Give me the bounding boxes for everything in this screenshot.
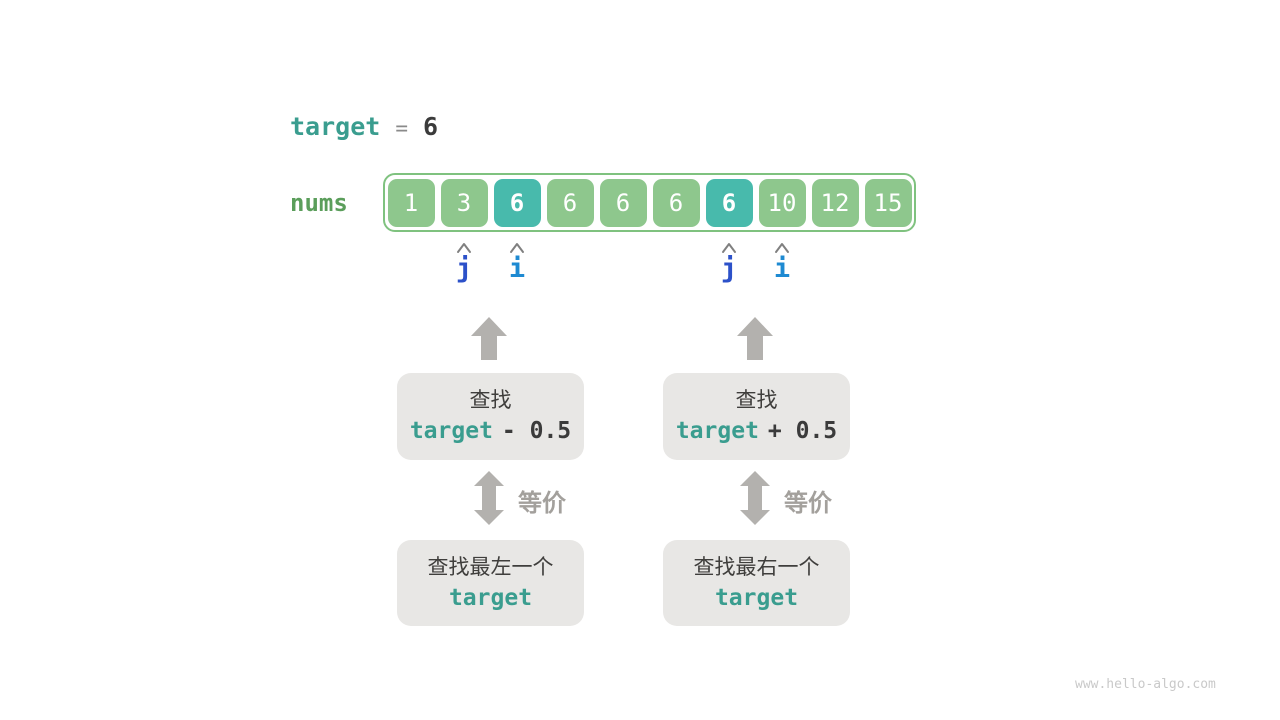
expression-variable: target xyxy=(409,418,493,444)
nums-array: 1 3 6 6 6 6 6 10 12 15 xyxy=(383,173,916,232)
target-value: 6 xyxy=(422,112,439,141)
array-cell: 15 xyxy=(864,178,912,227)
result-variable: target xyxy=(448,584,533,611)
pointer-i-right: i xyxy=(762,242,802,283)
search-expression: target - 0.5 xyxy=(410,418,571,444)
equivalence-label: 等价 xyxy=(784,490,832,517)
array-cell: 3 xyxy=(440,178,488,227)
find-rightmost-box: 查找最右一个 target xyxy=(663,540,850,626)
search-minus-box: 查找 target - 0.5 xyxy=(397,373,584,460)
double-arrow-vertical-icon xyxy=(474,471,504,525)
caret-up-icon xyxy=(775,243,789,253)
pointer-label: j xyxy=(455,253,473,284)
caret-up-icon xyxy=(510,243,524,253)
nums-array-label: nums xyxy=(290,189,348,217)
pointer-i-left: i xyxy=(497,242,537,283)
double-arrow-vertical-icon xyxy=(740,471,770,525)
array-cell-highlighted: 6 xyxy=(493,178,541,227)
find-leftmost-box: 查找最左一个 target xyxy=(397,540,584,626)
array-cell: 6 xyxy=(652,178,700,227)
search-expression: target + 0.5 xyxy=(676,418,837,444)
search-text: 查找 xyxy=(735,389,778,412)
website-watermark: www.hello-algo.com xyxy=(1075,677,1216,692)
pointer-j-right: j xyxy=(709,242,749,283)
expression-operation: - 0.5 xyxy=(501,418,572,444)
target-variable: target xyxy=(290,112,381,141)
pointer-label: j xyxy=(720,253,738,284)
pointer-label: i xyxy=(773,253,791,284)
result-variable: target xyxy=(714,584,799,611)
result-variable-wrap: target xyxy=(449,585,532,611)
find-leftmost-text: 查找最左一个 xyxy=(427,555,554,579)
caret-up-icon xyxy=(457,243,471,253)
expression-operation: + 0.5 xyxy=(767,418,838,444)
search-plus-box: 查找 target + 0.5 xyxy=(663,373,850,460)
pointer-j-left: j xyxy=(444,242,484,283)
search-text: 查找 xyxy=(469,389,512,412)
result-variable-wrap: target xyxy=(715,585,798,611)
expression-variable: target xyxy=(675,418,759,444)
caret-up-icon xyxy=(722,243,736,253)
array-cell: 6 xyxy=(599,178,647,227)
array-cell: 10 xyxy=(758,178,806,227)
equals-sign: = xyxy=(395,116,408,140)
equivalence-label: 等价 xyxy=(518,490,566,517)
array-cell: 12 xyxy=(811,178,859,227)
pointer-label: i xyxy=(508,253,526,284)
arrow-up-icon xyxy=(737,317,773,360)
find-rightmost-text: 查找最右一个 xyxy=(693,555,820,579)
array-cell: 6 xyxy=(546,178,594,227)
target-assignment: target = 6 xyxy=(290,112,438,141)
array-cell: 1 xyxy=(387,178,435,227)
array-cell-highlighted: 6 xyxy=(705,178,753,227)
arrow-up-icon xyxy=(471,317,507,360)
